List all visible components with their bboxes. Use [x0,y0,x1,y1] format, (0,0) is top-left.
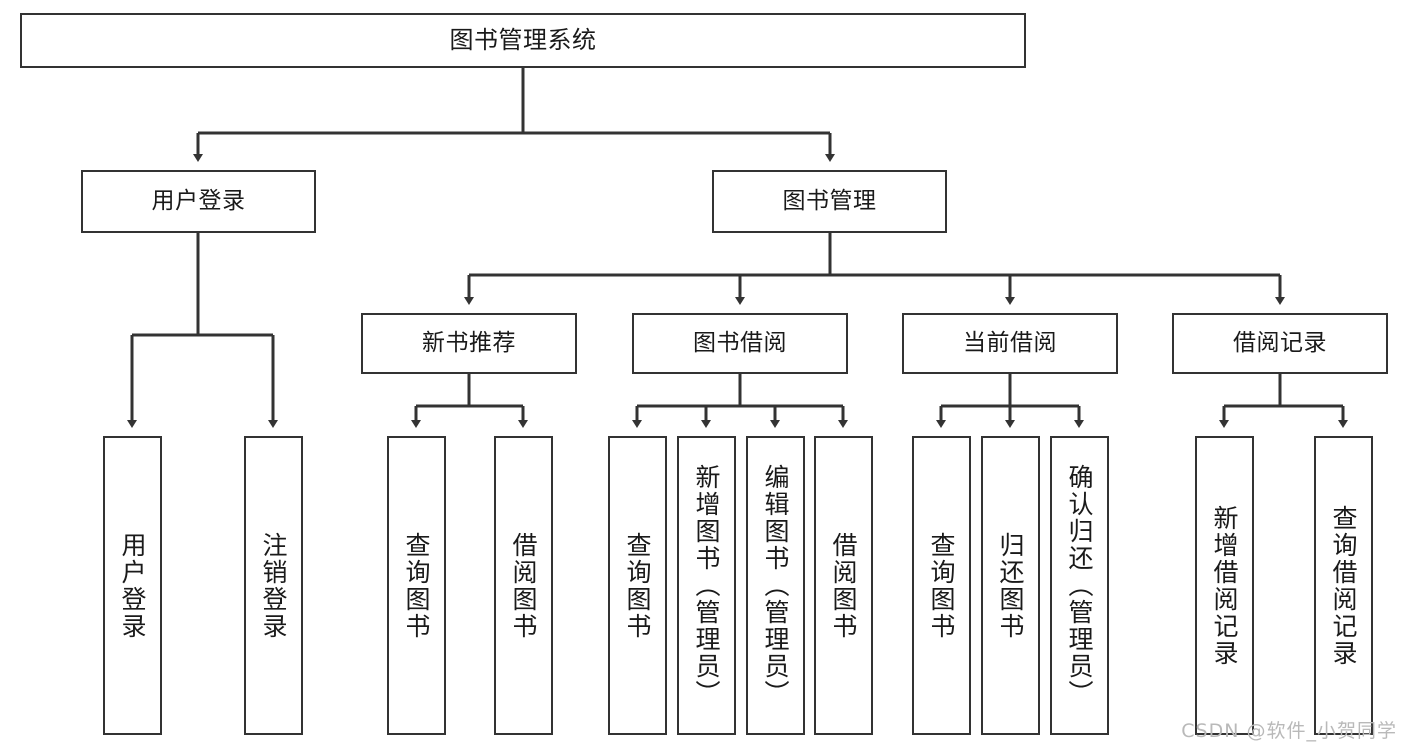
leaf-confirm-return[interactable]: 确认归还（管理员） [1050,436,1109,735]
node-label: 查询图书 [623,531,652,640]
node-label: 确认归还（管理员） [1065,464,1094,707]
node-label: 归还图书 [996,531,1025,640]
node-label: 借阅图书 [509,531,538,640]
node-label: 借阅图书 [829,531,858,640]
node-book-borrow[interactable]: 图书借阅 [632,313,848,374]
leaf-edit-book[interactable]: 编辑图书（管理员） [746,436,805,735]
leaf-add-book[interactable]: 新增图书（管理员） [677,436,736,735]
leaf-query-book-borrow[interactable]: 查询图书 [608,436,667,735]
leaf-query-book-recommend[interactable]: 查询图书 [387,436,446,735]
node-label: 图书管理 [782,188,877,215]
node-current-borrow[interactable]: 当前借阅 [902,313,1118,374]
node-label: 查询图书 [927,531,956,640]
node-label: 新增借阅记录 [1210,504,1239,667]
node-root-system[interactable]: 图书管理系统 [20,13,1026,68]
node-label: 新增图书（管理员） [692,464,721,707]
node-new-book-recommend[interactable]: 新书推荐 [361,313,577,374]
leaf-query-borrow-record[interactable]: 查询借阅记录 [1314,436,1373,735]
node-borrow-record[interactable]: 借阅记录 [1172,313,1388,374]
leaf-borrow-book-recommend[interactable]: 借阅图书 [494,436,553,735]
node-label: 查询借阅记录 [1329,504,1358,667]
node-label: 当前借阅 [963,330,1057,357]
leaf-return-book[interactable]: 归还图书 [981,436,1040,735]
node-label: 注销登录 [259,531,288,640]
node-label: 用户登录 [118,531,147,640]
node-label: 用户登录 [151,188,246,215]
node-label: 借阅记录 [1233,330,1327,357]
node-label: 查询图书 [402,531,431,640]
leaf-borrow-book[interactable]: 借阅图书 [814,436,873,735]
node-label: 新书推荐 [422,330,516,357]
leaf-query-book-current[interactable]: 查询图书 [912,436,971,735]
node-label: 图书借阅 [693,330,787,357]
leaf-logout-login[interactable]: 注销登录 [244,436,303,735]
node-label: 编辑图书（管理员） [761,464,790,707]
leaf-add-borrow-record[interactable]: 新增借阅记录 [1195,436,1254,735]
node-book-manage[interactable]: 图书管理 [712,170,947,233]
csdn-watermark: CSDN @软件_小贺同学 [1181,720,1397,742]
leaf-user-login[interactable]: 用户登录 [103,436,162,735]
node-label: 图书管理系统 [449,25,597,54]
node-user-login[interactable]: 用户登录 [81,170,316,233]
